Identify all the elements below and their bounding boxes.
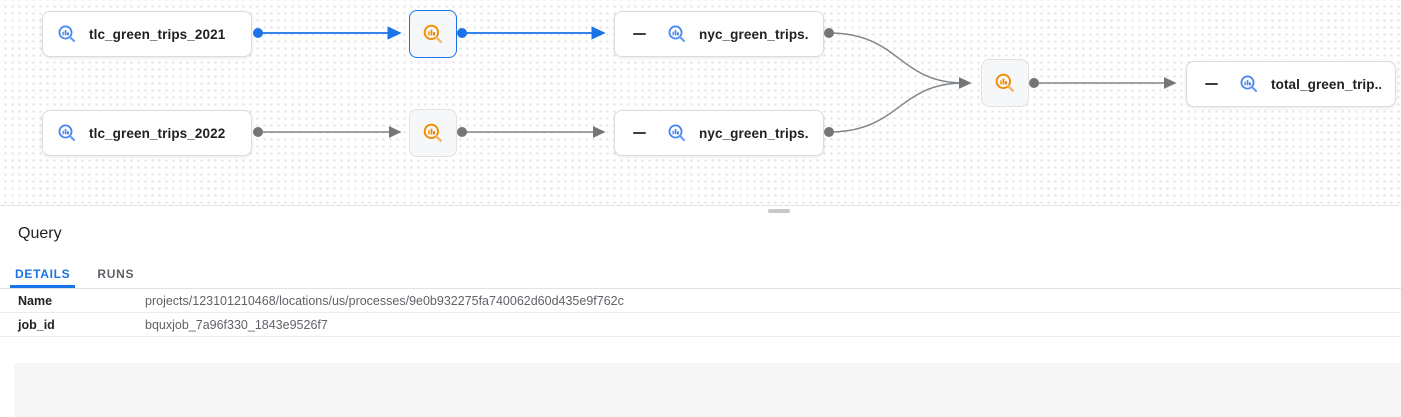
node-label: nyc_green_trips... [699, 125, 809, 141]
output-port-dot [457, 28, 467, 38]
output-port-dot [253, 127, 263, 137]
output-port-dot [824, 127, 834, 137]
panel-resize-handle[interactable] [768, 209, 790, 213]
tab-runs[interactable]: RUNS [97, 267, 135, 281]
output-port-dot [1029, 78, 1039, 88]
collapse-minus-icon[interactable] [633, 33, 646, 35]
node-label: tlc_green_trips_2021 [89, 26, 226, 42]
details-table: Name projects/123101210468/locations/us/… [0, 289, 1401, 337]
bigquery-table-icon [57, 123, 77, 143]
lineage-graph-canvas[interactable]: tlc_green_trips_2021 [0, 0, 1401, 206]
table-row: Name projects/123101210468/locations/us/… [0, 289, 1401, 313]
node-label: tlc_green_trips_2022 [89, 125, 226, 141]
output-port-dot [457, 127, 467, 137]
node-nyc-green-trips-2021[interactable]: nyc_green_trips... [614, 11, 824, 57]
sql-code-block: CREATE TABLE `myproject.data_lineage_dem… [14, 363, 1401, 417]
node-process-2021[interactable] [409, 10, 457, 58]
bigquery-process-icon [422, 23, 444, 45]
node-total-green-trips[interactable]: total_green_trip... [1186, 61, 1396, 107]
bigquery-table-icon [1239, 74, 1259, 94]
node-process-total[interactable] [981, 59, 1029, 107]
panel-title: Query [18, 225, 62, 242]
process-details-panel: Query DETAILS RUNS Name projects/1231012… [0, 224, 1401, 417]
tab-details[interactable]: DETAILS [10, 260, 75, 288]
collapse-minus-icon[interactable] [1205, 83, 1218, 85]
row-label: Name [18, 293, 53, 308]
panel-tabs: DETAILS RUNS [0, 260, 1401, 289]
bigquery-table-icon [57, 24, 77, 44]
node-label: total_green_trip... [1271, 76, 1381, 92]
bigquery-table-icon [667, 24, 687, 44]
node-nyc-green-trips-2022[interactable]: nyc_green_trips... [614, 110, 824, 156]
output-port-dot [253, 28, 263, 38]
row-value: projects/123101210468/locations/us/proce… [145, 293, 624, 308]
bigquery-table-icon [667, 123, 687, 143]
node-process-2022[interactable] [409, 109, 457, 157]
node-tlc-green-trips-2022[interactable]: tlc_green_trips_2022 [42, 110, 252, 156]
bigquery-process-icon [994, 72, 1016, 94]
row-label: job_id [18, 317, 55, 332]
output-port-dot [824, 28, 834, 38]
bigquery-process-icon [422, 122, 444, 144]
row-value: bquxjob_7a96f330_1843e9526f7 [145, 317, 328, 332]
node-label: nyc_green_trips... [699, 26, 809, 42]
table-row: job_id bquxjob_7a96f330_1843e9526f7 [0, 313, 1401, 337]
collapse-minus-icon[interactable] [633, 132, 646, 134]
node-tlc-green-trips-2021[interactable]: tlc_green_trips_2021 [42, 11, 252, 57]
